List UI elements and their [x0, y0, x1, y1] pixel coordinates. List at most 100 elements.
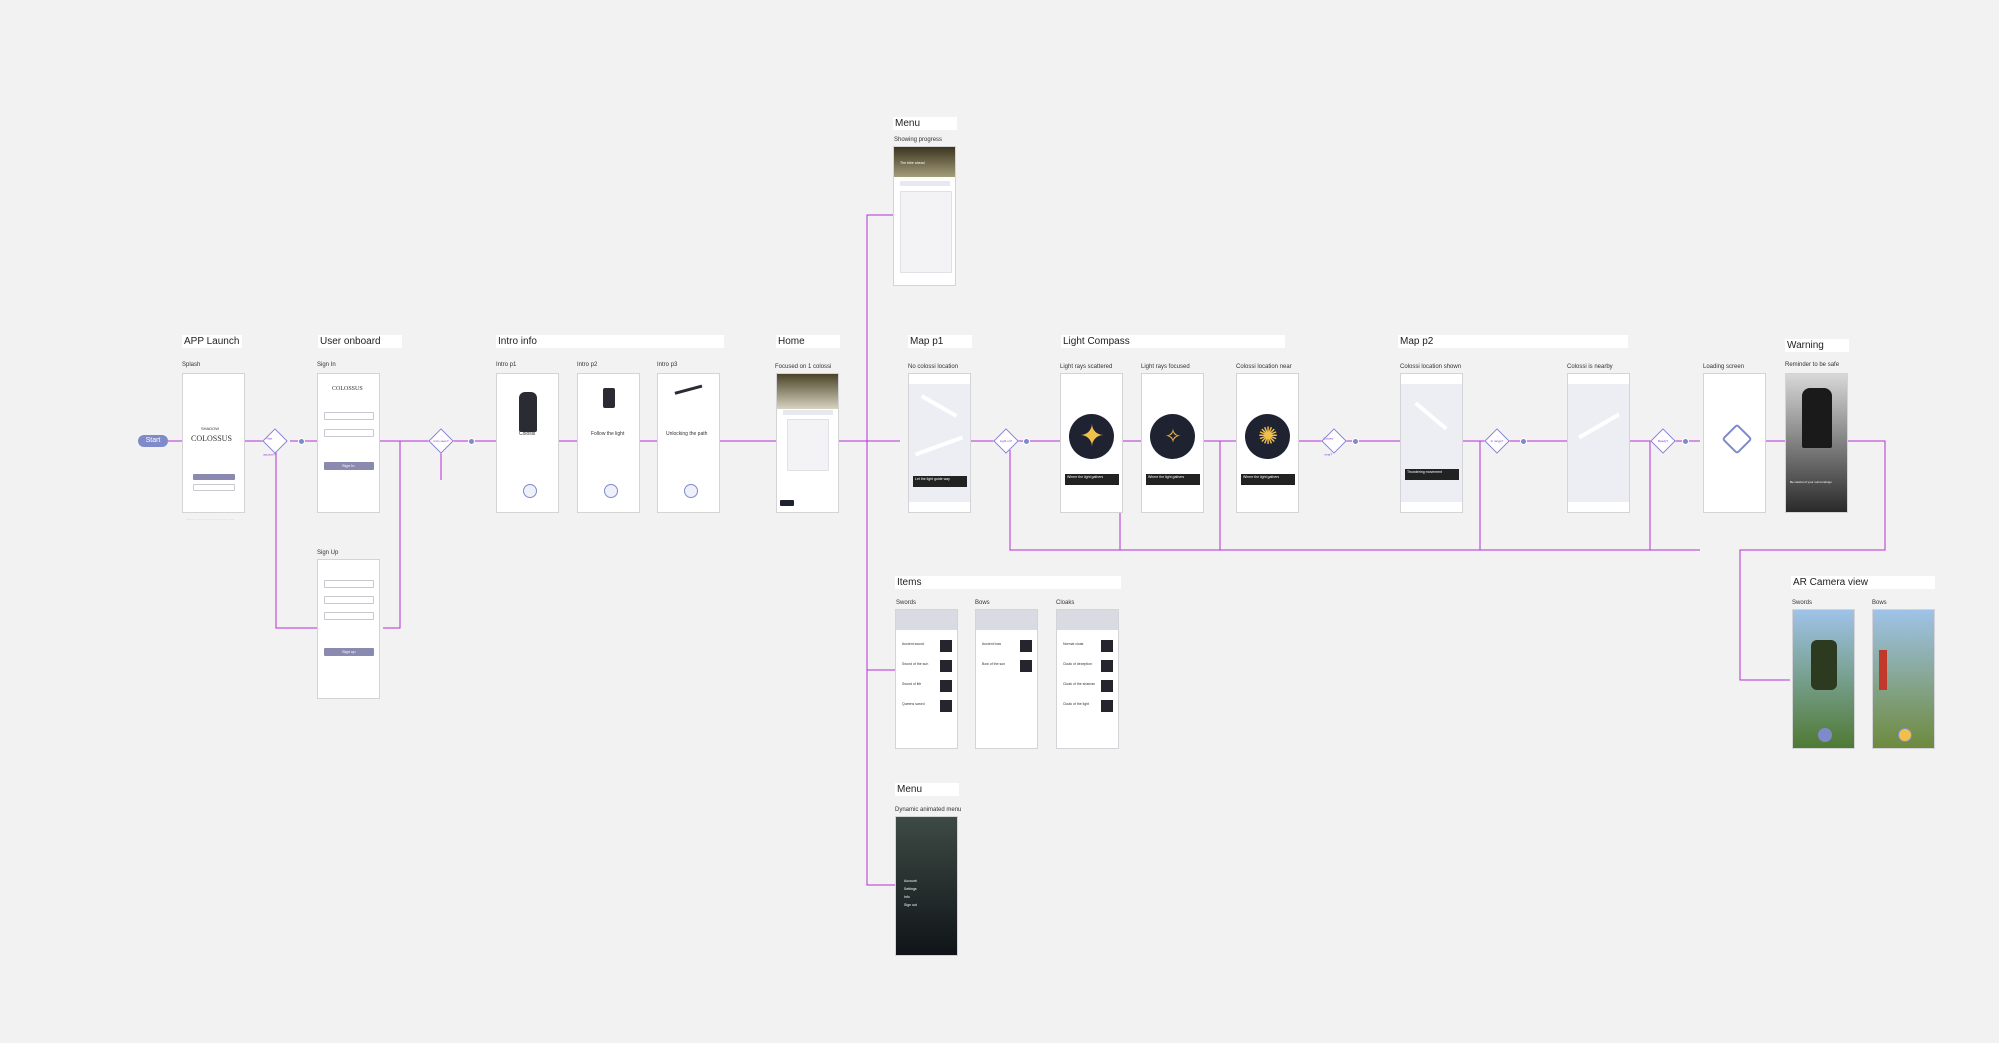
- compass-focused-callout: Where the light gathers: [1146, 474, 1200, 485]
- items-header: [896, 610, 957, 630]
- menu-item-account[interactable]: Account: [904, 879, 917, 883]
- signin-button-label: Sign In: [342, 463, 355, 468]
- ar-bows-action-button[interactable]: [1898, 728, 1912, 742]
- cloak-item-4[interactable]: Cloak of the light: [1063, 702, 1090, 706]
- splash-signin-button[interactable]: [193, 474, 235, 480]
- screen-intro-p3[interactable]: Unlocking the path: [657, 373, 720, 513]
- screen-menu-progress[interactable]: The tribe ahead: [893, 146, 956, 286]
- menu-progress-tabs[interactable]: [900, 181, 950, 186]
- screen-dynamic-menu[interactable]: Account Settings Info Sign out: [895, 816, 958, 956]
- screen-ar-bows[interactable]: [1872, 609, 1935, 749]
- screen-items-cloaks[interactable]: Normal cloak Cloak of deception Cloak of…: [1056, 609, 1119, 749]
- compass-dial: [1150, 414, 1195, 459]
- compass-dial: [1069, 414, 1114, 459]
- signup-email-field[interactable]: [324, 596, 374, 604]
- decision-colossi-near[interactable]: Colossi near?: [1321, 428, 1347, 457]
- caption-splash: Splash: [182, 362, 201, 368]
- section-map-p2: Map p2: [1398, 335, 1628, 348]
- loading-emblem-icon: [1721, 423, 1753, 455]
- section-user-onboard: User onboard: [318, 335, 402, 348]
- screen-sign-in[interactable]: COLOSSUS Sign In: [317, 373, 380, 513]
- splash-logo-main: COLOSSUS: [191, 434, 232, 443]
- menu-item-settings[interactable]: Settings: [904, 887, 917, 891]
- cloak-thumb: [1101, 700, 1113, 712]
- splash-email-field[interactable]: [193, 484, 235, 491]
- ar-swords-action-button[interactable]: [1818, 728, 1832, 742]
- decision-intro-seen[interactable]: Intro seen?: [428, 428, 454, 454]
- ar-colossus: [1811, 640, 1837, 690]
- intro1-next-button[interactable]: [523, 484, 537, 498]
- signin-button[interactable]: [324, 462, 374, 470]
- map-p2-area[interactable]: [1401, 384, 1462, 502]
- screen-items-swords[interactable]: Ancient sword Sword of the sun Sword of …: [895, 609, 958, 749]
- caption-loading-screen: Loading screen: [1703, 364, 1745, 370]
- home-nav-bar[interactable]: [780, 500, 794, 506]
- menu-progress-grid: [900, 191, 952, 273]
- screen-sign-up[interactable]: Sign up: [317, 559, 380, 699]
- decision-has-account[interactable]: Has account?: [262, 428, 288, 457]
- screen-intro-p1[interactable]: Colossi: [496, 373, 559, 513]
- home-tabs[interactable]: [783, 410, 833, 415]
- section-items: Items: [895, 576, 1121, 589]
- signin-username-field[interactable]: [324, 412, 374, 420]
- section-intro-info: Intro info: [496, 335, 724, 348]
- screen-map-p2-nearby[interactable]: [1567, 373, 1630, 513]
- home-header-image: [777, 374, 838, 409]
- compass-near-callout: Where the light gathers: [1241, 474, 1295, 485]
- screen-compass-near[interactable]: ✺ Where the light gathers: [1236, 373, 1299, 513]
- sword-item-4[interactable]: Queens sword: [902, 702, 925, 706]
- section-app-launch: APP Launch: [182, 335, 242, 348]
- bow-item-2[interactable]: Bow of the sun: [982, 662, 1006, 666]
- menu-progress-card-title: The tribe ahead: [900, 161, 925, 165]
- sword-thumb: [940, 680, 952, 692]
- warning-text: Be careful of your surroundings: [1790, 480, 1832, 484]
- intro2-title: Follow the light: [591, 431, 625, 437]
- light-needle-icon: ✧: [1164, 426, 1182, 448]
- screen-map-p2-shown[interactable]: Thundering movement: [1400, 373, 1463, 513]
- start-node[interactable]: Start: [138, 435, 168, 447]
- bird-illustration: [674, 384, 706, 407]
- decision-in-range[interactable]: In range?: [1484, 428, 1510, 454]
- caption-intro-p2: Intro p2: [577, 362, 598, 368]
- signup-name-field[interactable]: [324, 580, 374, 588]
- caption-intro-p3: Intro p3: [657, 362, 678, 368]
- bow-item-1[interactable]: Ancient bow: [982, 642, 1002, 646]
- cloak-item-2[interactable]: Cloak of deception: [1063, 662, 1092, 666]
- cloak-item-3[interactable]: Cloak of the shaman: [1063, 682, 1096, 686]
- caption-light-rays-scattered: Light rays scattered: [1060, 364, 1113, 370]
- screen-warning[interactable]: Be careful of your surroundings: [1785, 373, 1848, 513]
- caption-colossi-near: Colossi location near: [1236, 364, 1292, 370]
- menu-item-info[interactable]: Info: [904, 895, 910, 899]
- screen-map-p1[interactable]: Let the light guide way: [908, 373, 971, 513]
- menu-item-sign-out[interactable]: Sign out: [904, 903, 917, 907]
- decision-light-on[interactable]: Light on?: [993, 428, 1019, 454]
- map-p2-nearby-area[interactable]: [1568, 384, 1629, 502]
- screen-compass-focused[interactable]: ✧ Where the light gathers: [1141, 373, 1204, 513]
- caption-sign-in: Sign In: [317, 362, 336, 368]
- screen-intro-p2[interactable]: Follow the light: [577, 373, 640, 513]
- connector-dot: [1023, 438, 1030, 445]
- sword-item-1[interactable]: Ancient sword: [902, 642, 924, 646]
- cloak-thumb: [1101, 660, 1113, 672]
- screen-splash[interactable]: SHADOW COLOSSUS: [182, 373, 245, 513]
- compass-scattered-callout: Where the light gathers: [1065, 474, 1119, 485]
- screen-ar-swords[interactable]: [1792, 609, 1855, 749]
- cloak-item-1[interactable]: Normal cloak: [1063, 642, 1084, 646]
- ar-tower: [1879, 650, 1887, 690]
- signup-password-field[interactable]: [324, 612, 374, 620]
- sword-item-2[interactable]: Sword of the sun: [902, 662, 929, 666]
- signin-password-field[interactable]: [324, 429, 374, 437]
- screen-home[interactable]: [776, 373, 839, 513]
- home-colossi-card[interactable]: [787, 419, 829, 471]
- caption-no-colossi: No colossi location: [908, 364, 959, 370]
- connector-dot: [1520, 438, 1527, 445]
- intro3-next-button[interactable]: [684, 484, 698, 498]
- decision-ready[interactable]: Ready?: [1650, 428, 1676, 454]
- screen-items-bows[interactable]: Ancient bow Bow of the sun: [975, 609, 1038, 749]
- screen-compass-scattered[interactable]: ✦ Where the light gathers: [1060, 373, 1123, 513]
- intro2-next-button[interactable]: [604, 484, 618, 498]
- items-header: [976, 610, 1037, 630]
- signup-button[interactable]: [324, 648, 374, 656]
- sword-item-3[interactable]: Sword of life: [902, 682, 922, 686]
